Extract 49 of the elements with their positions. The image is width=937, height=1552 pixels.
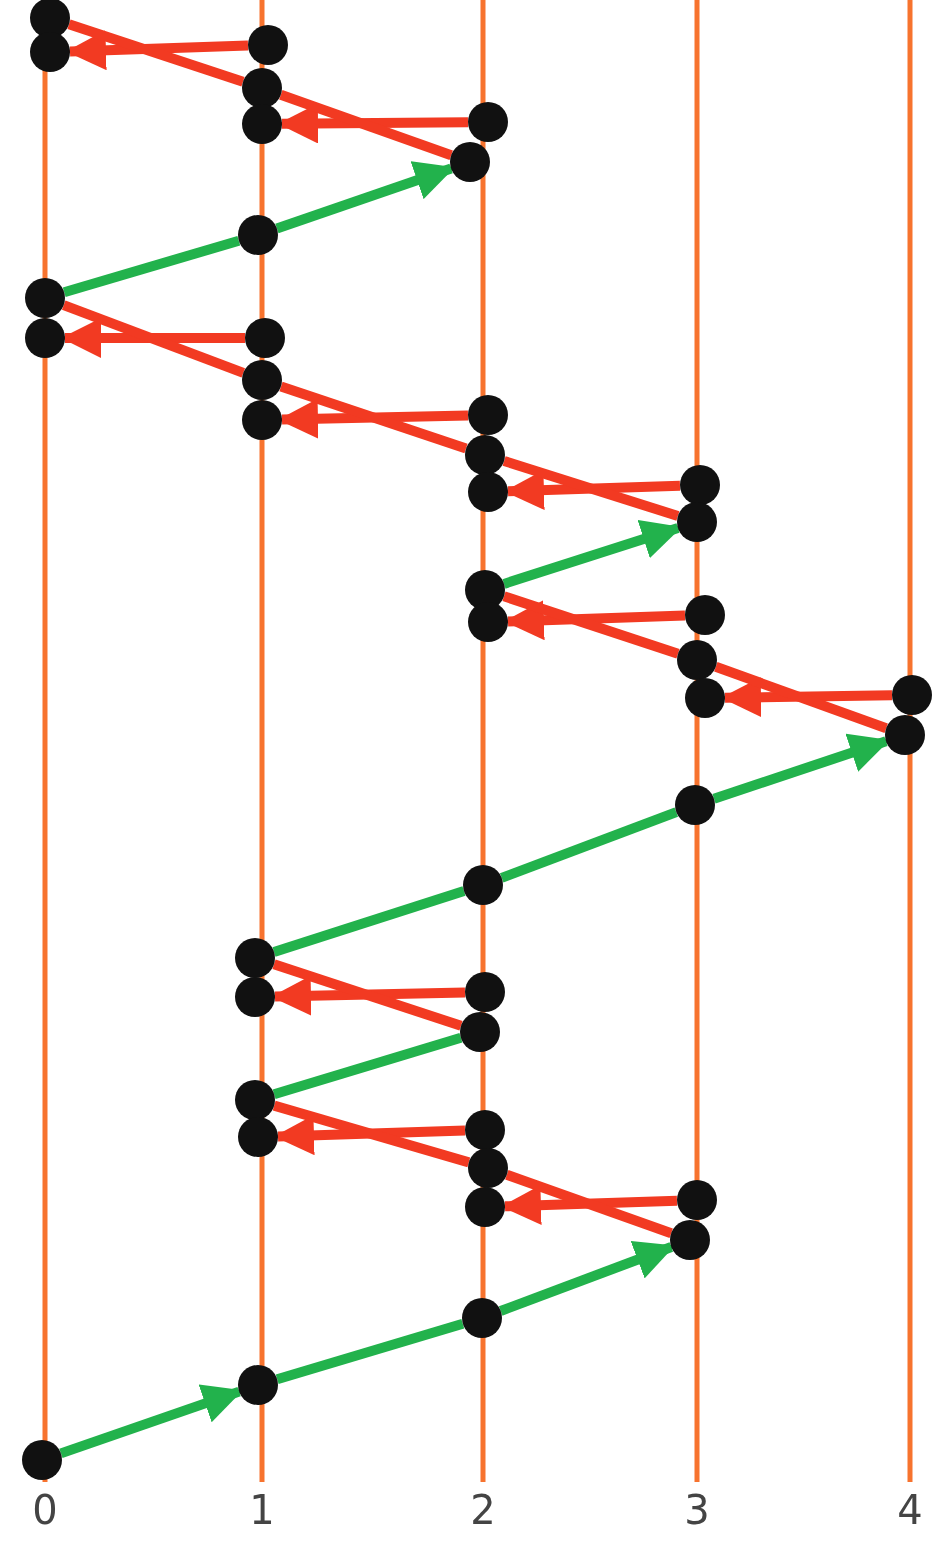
- dot: [22, 1440, 62, 1480]
- dot: [463, 865, 503, 905]
- dot: [460, 1012, 500, 1052]
- dot: [245, 318, 285, 358]
- dot: [465, 435, 505, 475]
- dot: [677, 502, 717, 542]
- dot: [468, 102, 508, 142]
- dot: [680, 465, 720, 505]
- axis-number: 4: [897, 1490, 923, 1530]
- dot: [30, 32, 70, 72]
- dot: [685, 678, 725, 718]
- dot: [242, 104, 282, 144]
- dot: [450, 142, 490, 182]
- dot: [235, 938, 275, 978]
- arrow: [502, 520, 682, 589]
- arrow: [498, 1240, 676, 1316]
- axis-number: 2: [470, 1490, 496, 1530]
- arrow: [59, 1384, 243, 1459]
- dot: [242, 400, 282, 440]
- dot: [25, 318, 65, 358]
- dot: [465, 1187, 505, 1227]
- dot: [675, 785, 715, 825]
- dot: [25, 278, 65, 318]
- axis-number: 3: [684, 1490, 710, 1530]
- dot: [465, 972, 505, 1012]
- dot: [468, 1148, 508, 1188]
- arrow: [275, 161, 455, 234]
- axis-number: 1: [249, 1490, 275, 1530]
- dot: [468, 395, 508, 435]
- dot: [238, 1117, 278, 1157]
- dot: [238, 1365, 278, 1405]
- dot: [235, 977, 275, 1017]
- dot: [235, 1080, 275, 1120]
- arrow: [712, 733, 890, 804]
- dot: [685, 595, 725, 635]
- dot: [670, 1220, 710, 1260]
- dot: [242, 360, 282, 400]
- dot: [468, 602, 508, 642]
- dot: [238, 215, 278, 255]
- dot: [892, 675, 932, 715]
- dot: [248, 25, 288, 65]
- dot: [677, 640, 717, 680]
- axis-number: 0: [32, 1490, 58, 1530]
- dot: [885, 715, 925, 755]
- dot: [465, 1110, 505, 1150]
- dot: [462, 1298, 502, 1338]
- dot: [677, 1180, 717, 1220]
- dot: [242, 68, 282, 108]
- dot: [468, 472, 508, 512]
